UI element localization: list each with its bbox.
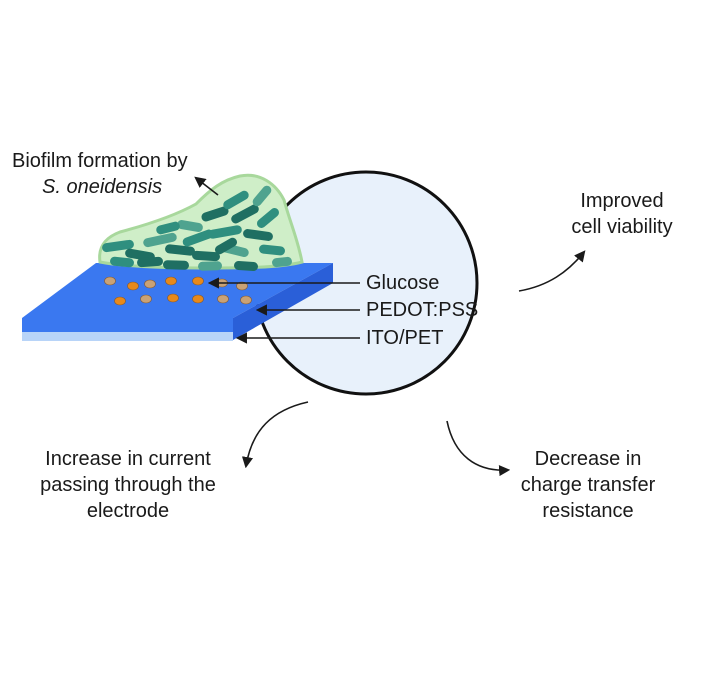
bacterium-rod [234,260,258,272]
glucose-dot [167,293,179,303]
glucose-dot [114,296,126,306]
glucose-dot [217,294,229,304]
bacterium-rod [177,220,203,232]
decrease-resistance-arrow [446,420,511,477]
glucose-dot [192,276,204,286]
bacterium-rod [102,239,134,253]
bacterium-rod [256,208,280,228]
biofilm-label-arrow [194,176,219,196]
biofilm-label-species: S. oneidensis [42,176,162,198]
increase-current-arrow [241,401,309,469]
bacterium-rod [137,256,163,268]
biofilm-label-line1: Biofilm formation by [12,150,188,172]
bacterium-rod [215,237,237,255]
increase-label-line2: passing through the [40,474,216,496]
bacterium-rod [243,229,273,241]
bacterium-rod [259,244,285,256]
improved-viability-arrow [518,250,586,292]
glucose-dot [236,281,248,291]
pedot-layer [22,318,233,332]
biofilm [98,173,304,272]
bacterium-rod [223,190,249,210]
decrease-label-line1: Decrease in [535,448,642,470]
bacterium-rod [165,244,195,256]
ito-label: ITO/PET [366,327,443,349]
bacterium-rod [143,232,177,248]
pedot-label: PEDOT:PSS [366,299,478,321]
decrease-label-line2: charge transfer [521,474,656,496]
improved-label-line2: cell viability [571,216,672,238]
electrode-top-face [22,263,333,318]
bacterium-rod [182,229,214,247]
glucose-dot [165,276,177,286]
bacterium-rod [156,221,180,235]
improved-label-line1: Improved [580,190,663,212]
increase-label-line1: Increase in current [45,448,211,470]
glucose-dot [140,294,152,304]
ito-layer [22,332,233,341]
glucose-dot [144,279,156,289]
bacterium-rod [208,225,242,239]
glucose-dot [127,281,139,291]
decrease-label-line3: resistance [542,500,633,522]
glucose-label: Glucose [366,272,439,294]
bacterium-rod [252,185,272,207]
bacterium-rod [110,256,134,268]
glucose-dot [104,276,116,286]
glucose-dot [240,295,252,305]
bacterium-rod [231,204,259,224]
increase-label-line3: electrode [87,500,169,522]
bacterium-rod [201,206,229,222]
bacterium-rod [272,256,292,268]
bacterium-rod [163,260,189,270]
bacterium-rod [192,250,220,262]
glucose-dot [192,294,204,304]
bacterium-rod [198,261,222,271]
bacteria-cluster [102,185,292,272]
